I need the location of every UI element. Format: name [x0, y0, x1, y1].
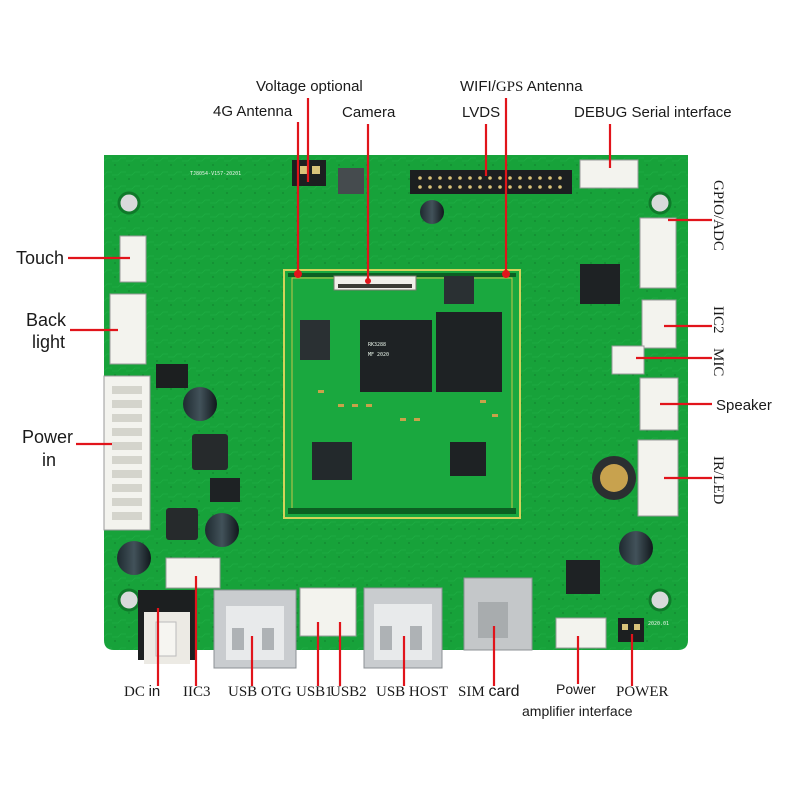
- usb-otg-port: [213, 589, 297, 669]
- label-wifi-gps-antenna: WIFI/GPS Antenna: [460, 78, 583, 95]
- label-back-light-2: light: [32, 332, 65, 352]
- wifi-chip: [444, 276, 474, 304]
- label-power-in-2: in: [42, 450, 56, 470]
- label-power-in-1: Power: [22, 427, 73, 447]
- camera-module-part: [338, 168, 364, 194]
- usb1-usb2-connector: [299, 587, 357, 637]
- label-camera: Camera: [342, 104, 396, 121]
- label-ir-led: IR/LED: [710, 456, 726, 504]
- mic-connector: [611, 345, 645, 375]
- silkscreen-revision: 2020.01: [648, 621, 669, 627]
- label-4g-antenna: 4G Antenna: [213, 103, 293, 120]
- label-usb-otg: USB OTG: [228, 684, 292, 700]
- soc-marking-1: RK3288: [368, 342, 386, 348]
- capacitor: [619, 531, 653, 565]
- label-back-light-1: Back: [26, 310, 67, 330]
- mount-hole: [117, 191, 141, 215]
- amp-chip: [566, 560, 600, 594]
- label-iic2: IIC2: [710, 306, 726, 334]
- dc-in-jack: [138, 590, 196, 664]
- mount-hole: [648, 191, 672, 215]
- mount-hole: [648, 588, 672, 612]
- lvds-header: [410, 170, 572, 194]
- sim-card-slot: [463, 577, 533, 651]
- flash-chip: [312, 442, 352, 480]
- label-power-amp-2: amplifier interface: [522, 703, 633, 719]
- inductor: [192, 434, 228, 470]
- gpio-adc-connector: [639, 217, 677, 289]
- pmic-chip: [450, 442, 486, 476]
- label-usb2: USB2: [330, 684, 367, 700]
- label-power-button: POWER: [616, 684, 669, 700]
- label-iic3: IIC3: [183, 684, 211, 700]
- mount-hole: [117, 588, 141, 612]
- power-in-connector: [103, 375, 151, 531]
- label-usb1: USB1: [296, 684, 333, 700]
- power-amplifier-connector: [555, 617, 607, 649]
- label-lvds: LVDS: [462, 104, 500, 121]
- capacitor: [420, 200, 444, 224]
- audio-chip: [580, 264, 620, 304]
- iic3-connector: [165, 557, 221, 589]
- module-chip: [300, 320, 330, 360]
- jumper-block: [156, 364, 188, 388]
- memory-chip: [436, 312, 502, 392]
- label-usb-host: USB HOST: [376, 684, 448, 700]
- capacitor: [183, 387, 217, 421]
- iic2-connector: [641, 299, 677, 349]
- silkscreen-board-id: TJ8054-V157-20201: [190, 171, 241, 177]
- regulator-chip: [210, 478, 240, 502]
- soc-chip: [360, 320, 432, 392]
- capacitor: [205, 513, 239, 547]
- label-power-amp-1: Power: [556, 681, 596, 697]
- label-mic: MIC: [710, 348, 726, 376]
- inductor: [166, 508, 198, 540]
- label-gpio-adc: GPIO/ADC: [710, 180, 726, 251]
- leader-lines: [68, 98, 712, 686]
- label-sim-card: SIM card: [458, 683, 520, 700]
- capacitor: [117, 541, 151, 575]
- label-debug-serial: DEBUG Serial interface: [574, 104, 732, 121]
- label-voltage-optional: Voltage optional: [256, 78, 363, 95]
- label-dc-in: DC in: [124, 683, 160, 700]
- soc-marking-2: MF 2020: [368, 352, 389, 358]
- core-module: RK3288 MF 2020: [283, 269, 521, 519]
- label-speaker: Speaker: [716, 397, 772, 414]
- label-touch: Touch: [16, 248, 64, 268]
